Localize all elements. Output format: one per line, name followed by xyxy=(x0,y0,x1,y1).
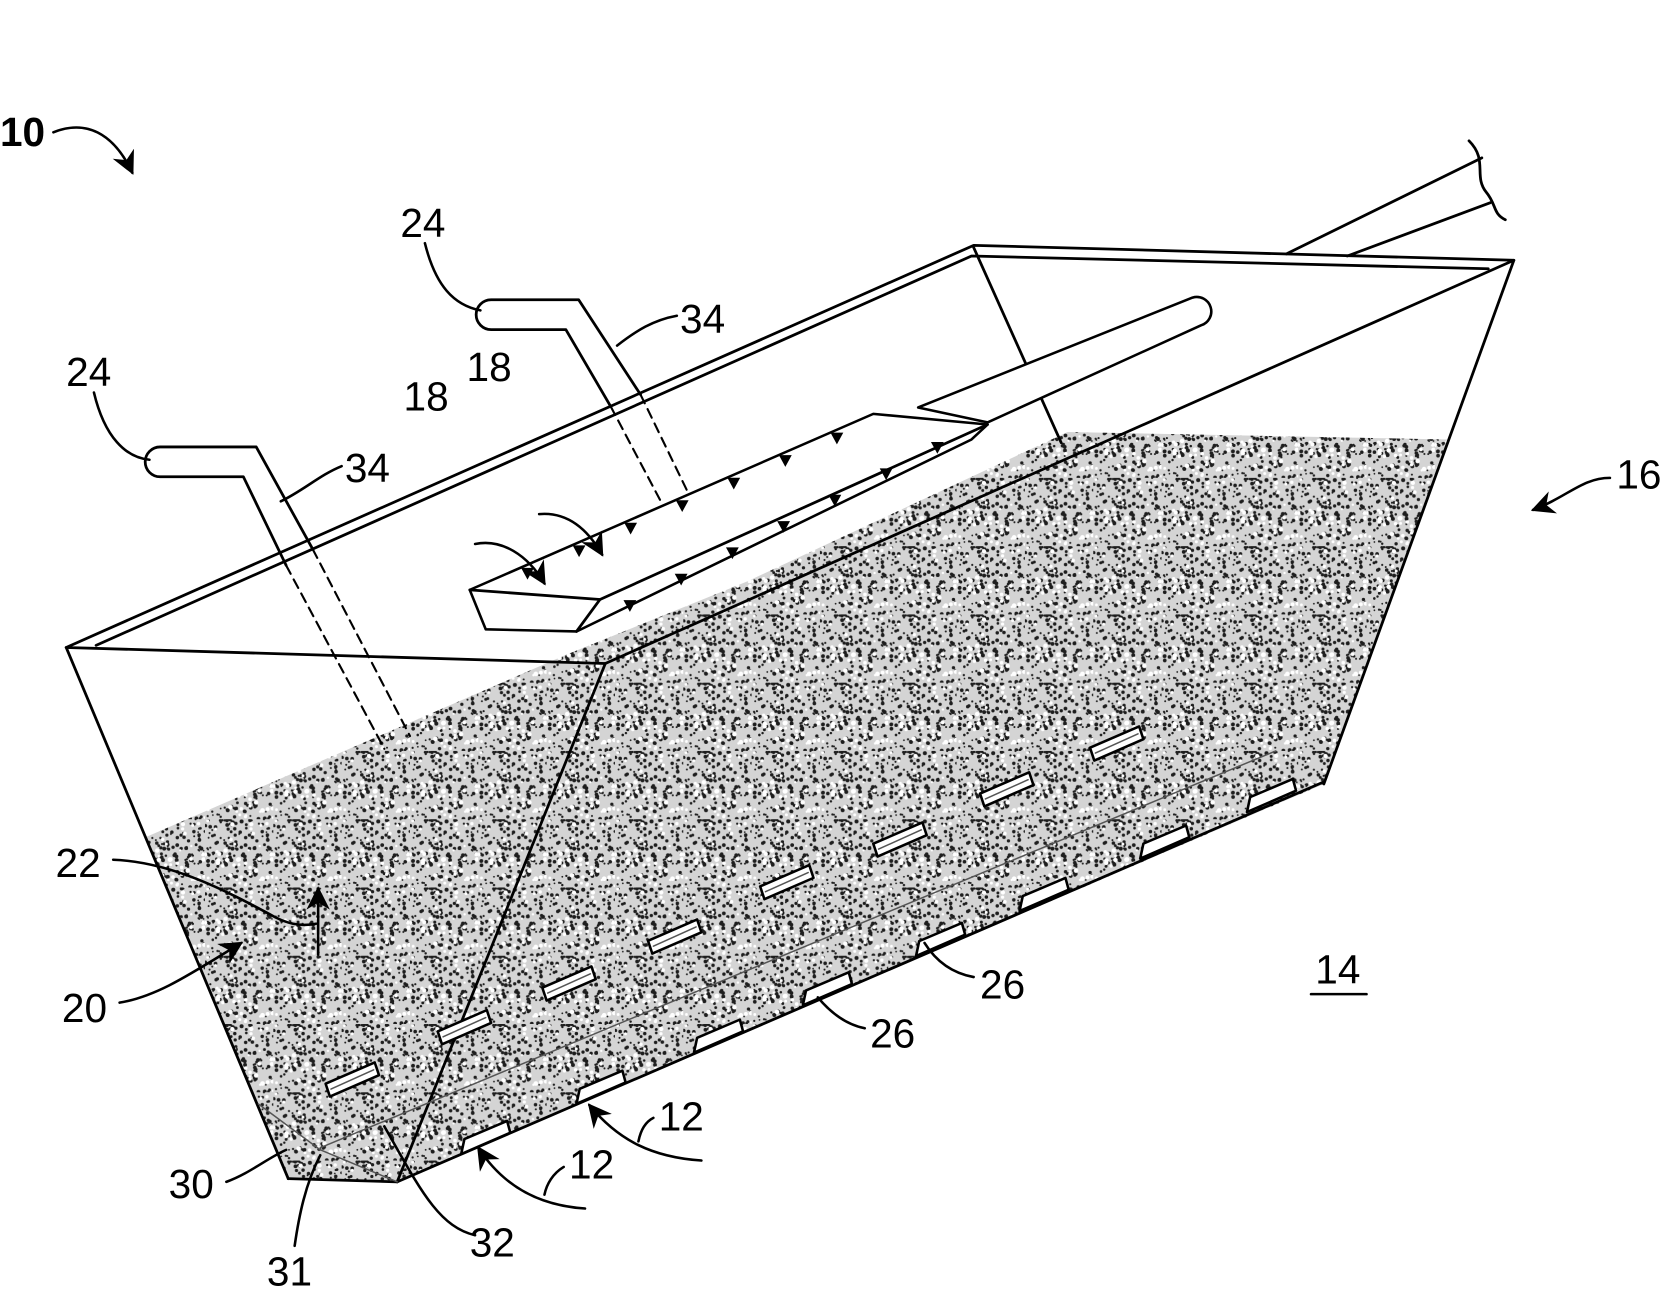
label-34-upper: 34 xyxy=(680,296,725,342)
leader-30 xyxy=(225,1148,288,1184)
label-18-upper: 18 xyxy=(467,344,512,390)
bottom-tooth xyxy=(1245,777,1298,814)
drip-hole xyxy=(830,432,844,445)
drip-hole xyxy=(623,600,637,612)
leader-34-upper xyxy=(615,314,679,347)
aeration-slot-inner-edge xyxy=(330,1069,375,1090)
inlet-pipe-upper-hidden-a xyxy=(609,405,663,505)
aeration-slot-inner-edge xyxy=(442,1016,487,1038)
label-26-lower: 26 xyxy=(870,1010,915,1056)
drip-hole xyxy=(675,500,689,512)
feed-tube xyxy=(916,295,1213,424)
label-22: 22 xyxy=(56,840,101,886)
aeration-slot-inner-edge xyxy=(1094,733,1139,754)
leader-22 xyxy=(111,858,318,927)
label-10: 10 xyxy=(0,109,45,155)
bottom-teeth xyxy=(459,777,1298,1156)
label-12-lower: 12 xyxy=(569,1142,614,1188)
arrow-20 xyxy=(118,941,244,1004)
outlet-pipe xyxy=(1285,139,1507,258)
aeration-slot-inner-edge xyxy=(984,778,1029,800)
leader-32 xyxy=(383,1125,477,1237)
drip-hole xyxy=(777,521,791,533)
distributor xyxy=(468,412,989,633)
bottom-tooth xyxy=(692,1018,745,1054)
distributor-front-top-edge xyxy=(598,423,989,601)
drip-hole xyxy=(828,494,842,507)
label-18-lower: 18 xyxy=(404,374,449,420)
trough xyxy=(64,243,1516,1184)
bottom-tooth xyxy=(575,1069,627,1106)
inlet-pipe-left-hidden-b xyxy=(311,548,412,738)
drip-hole xyxy=(930,442,944,454)
leaders xyxy=(52,126,1612,1248)
side-wall-bottom-edge xyxy=(395,780,1326,1184)
label-24-upper: 24 xyxy=(400,200,445,246)
leader-26-upper xyxy=(923,941,975,979)
back-wall-edge xyxy=(972,246,1063,445)
arrow-18-lower xyxy=(473,541,546,586)
label-32: 32 xyxy=(470,1220,515,1266)
arrow-12-upper xyxy=(587,1103,703,1162)
leader-12-lower xyxy=(543,1165,565,1196)
leader-31 xyxy=(293,1153,322,1248)
aeration-slot-inner-edge xyxy=(652,926,697,947)
trough-v-bottom xyxy=(257,1103,398,1183)
drip-hole xyxy=(879,468,893,481)
aeration-slot-inner-edge xyxy=(877,829,923,850)
distributor-left-end xyxy=(468,588,602,633)
label-34-left: 34 xyxy=(345,445,390,491)
trough-rim-inner-edge xyxy=(94,254,1490,647)
inlet-pipe-left-hidden-a xyxy=(285,564,386,750)
label-12-upper: 12 xyxy=(659,1094,704,1140)
leader-26-lower xyxy=(816,996,867,1030)
drip-hole xyxy=(727,477,741,490)
drip-hole xyxy=(725,547,739,560)
drip-hole xyxy=(778,455,792,467)
drip-hole xyxy=(674,573,688,586)
arrow-16 xyxy=(1530,476,1612,514)
aeration-slots xyxy=(324,725,1145,1098)
inlet-pipe-left xyxy=(143,445,412,750)
front-wall-bottom-edge xyxy=(286,1177,399,1184)
aeration-slot-inner-edge xyxy=(764,871,809,893)
reference-labels: 10 24 24 34 34 18 18 16 22 20 14 26 26 1… xyxy=(0,109,1661,1294)
inlet-pipe-upper-hidden-b xyxy=(639,393,691,498)
leader-12-upper xyxy=(637,1116,655,1143)
label-26-upper: 26 xyxy=(980,961,1025,1007)
leader-24-left xyxy=(92,391,151,462)
label-14: 14 xyxy=(1315,946,1360,992)
inlet-pipe-left-outline xyxy=(143,445,315,567)
leader-24-upper xyxy=(423,241,482,312)
label-16: 16 xyxy=(1616,452,1661,498)
arrow-12-lower xyxy=(477,1145,587,1210)
outlet-pipe-upper-line xyxy=(1285,156,1484,256)
inlet-pipe-upper-outline xyxy=(474,298,642,408)
arrow-10 xyxy=(52,126,134,175)
label-24-left: 24 xyxy=(66,349,111,395)
bottom-tooth xyxy=(801,970,854,1007)
bottom-tooth xyxy=(459,1119,512,1156)
side-wall-right-edge xyxy=(1322,258,1516,786)
label-20: 20 xyxy=(62,985,107,1031)
distributor-body xyxy=(468,412,989,633)
bottom-tooth xyxy=(1018,876,1070,913)
front-wall-left-edge xyxy=(64,646,290,1181)
arrow-18-upper xyxy=(537,512,604,557)
label-30: 30 xyxy=(169,1161,214,1207)
trough-inner-valley-line xyxy=(319,750,1277,1149)
bottom-tooth xyxy=(1138,824,1191,860)
outlet-pipe-break-line xyxy=(1467,139,1507,222)
inlet-pipe-upper xyxy=(474,298,691,505)
leader-34-left xyxy=(279,464,343,503)
outlet-pipe-lower-line xyxy=(1345,201,1492,258)
front-wall-right-edge xyxy=(395,662,607,1184)
aeration-slot-inner-edge xyxy=(546,973,592,994)
drip-hole xyxy=(624,522,638,535)
label-31: 31 xyxy=(267,1248,312,1294)
